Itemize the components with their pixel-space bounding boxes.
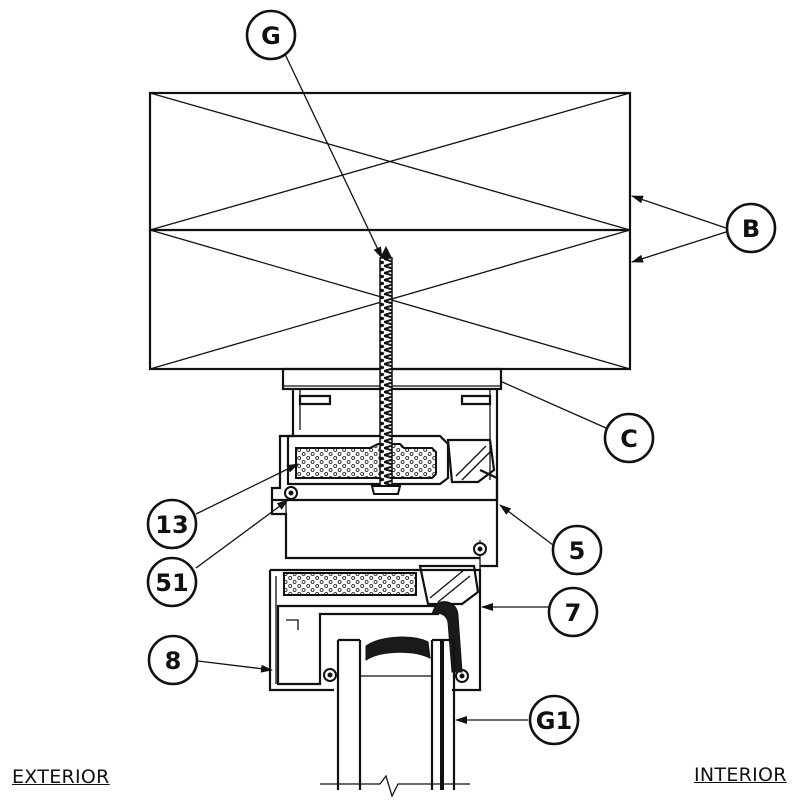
foam-insert-sash <box>283 572 417 596</box>
callout-8: 8 <box>147 634 199 686</box>
callout-51: 51 <box>146 556 198 608</box>
callout-c: C <box>603 412 655 464</box>
svg-text:13: 13 <box>155 511 188 539</box>
svg-text:7: 7 <box>565 599 582 627</box>
callout-7: 7 <box>547 586 599 638</box>
callout-13: 13 <box>146 498 198 550</box>
svg-text:C: C <box>620 425 638 453</box>
exterior-label: EXTERIOR <box>12 766 110 788</box>
callout-g: G <box>245 9 297 61</box>
svg-text:G1: G1 <box>536 707 572 735</box>
svg-text:5: 5 <box>569 537 586 565</box>
insulated-glass-unit <box>320 638 470 798</box>
svg-text:G: G <box>261 22 281 50</box>
callout-b: B <box>725 202 777 254</box>
screw <box>370 246 402 495</box>
foam-insert-head <box>295 443 437 479</box>
svg-text:B: B <box>742 215 760 243</box>
svg-text:8: 8 <box>165 647 182 675</box>
sash-thermal-break <box>418 564 480 606</box>
head-frame-profile <box>270 389 499 502</box>
interior-label: INTERIOR <box>694 764 787 786</box>
svg-text:51: 51 <box>155 569 188 597</box>
glazing-wedge <box>365 601 463 673</box>
gaskets <box>284 486 487 683</box>
callout-g1: G1 <box>528 694 580 746</box>
callout-5: 5 <box>551 524 603 576</box>
leader-lines <box>195 51 727 724</box>
